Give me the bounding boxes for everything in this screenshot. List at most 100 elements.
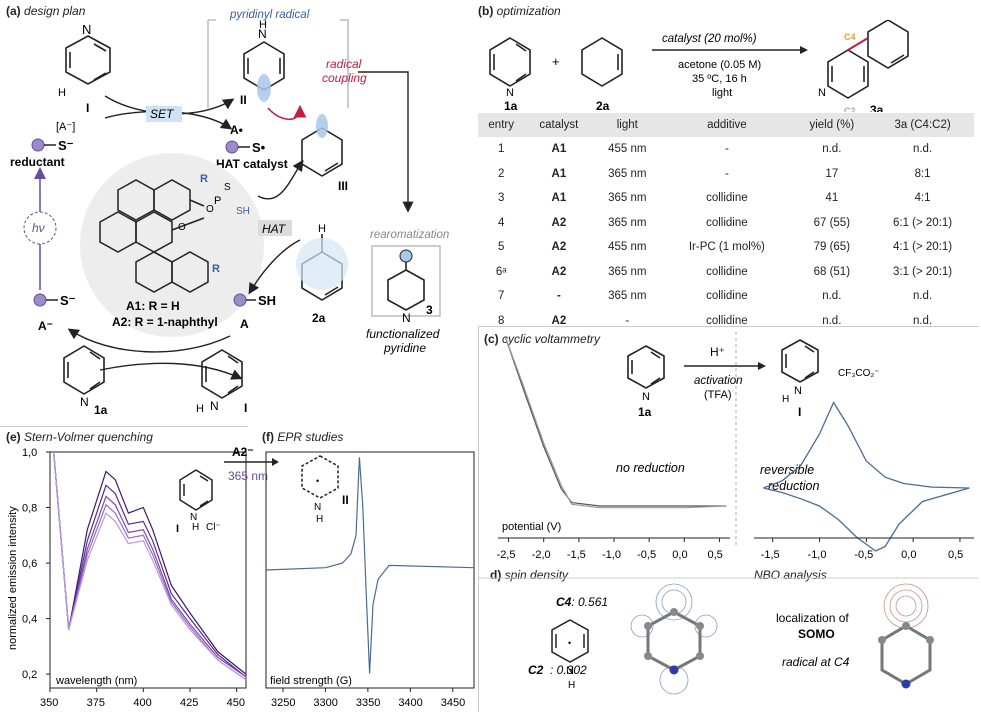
cv-right-xtick-label: 0,5 xyxy=(948,549,963,561)
svg-text:R: R xyxy=(200,173,208,185)
header-light: light xyxy=(593,113,662,137)
sv-series-line xyxy=(53,451,247,681)
plus-sign: + xyxy=(552,54,560,69)
svg-text:N: N xyxy=(818,87,826,99)
label-2a-b: 2a xyxy=(596,99,610,112)
c2-spin-label: C2 xyxy=(528,663,544,677)
rearomatization-label: rearomatization xyxy=(370,229,449,241)
no-reduction-label: no reduction xyxy=(616,461,685,475)
epr-xtick-label: 3400 xyxy=(398,697,422,709)
pyridinium-I-bottom xyxy=(201,349,243,399)
cell: 8 xyxy=(497,314,505,327)
svg-text:H: H xyxy=(192,522,199,533)
sh-label: SH xyxy=(236,206,250,217)
a1-definition: A1: R = H xyxy=(126,299,180,313)
cv-trace-pyridine-2 xyxy=(504,335,727,509)
panel-d-label: d) xyxy=(490,568,502,582)
cell: n.d. xyxy=(822,290,842,303)
cell: 4 xyxy=(497,216,505,229)
svg-text:P: P xyxy=(214,195,221,207)
radical-coupling-2: coupling xyxy=(322,71,367,85)
panel-b-heading: optimization xyxy=(496,4,561,18)
cell: 2 xyxy=(497,167,505,180)
panel-e-heading: Stern-Volmer quenching xyxy=(24,430,153,444)
svg-text:R: R xyxy=(212,263,220,275)
cell: 455 nm xyxy=(608,143,647,156)
a-anion-label: [A⁻] xyxy=(56,121,75,133)
label-1a: 1a xyxy=(94,403,108,417)
cv-left-xtick-label: -2,0 xyxy=(532,549,551,561)
radical-coupling-1: radical xyxy=(326,57,362,71)
cell: collidine xyxy=(706,314,748,327)
reduction-label: reduction xyxy=(768,479,819,493)
sv-ytick-label: 0,2 xyxy=(22,669,37,681)
sv-series-line xyxy=(53,451,247,681)
optimization-table: entry catalyst light additive yield (%) … xyxy=(478,113,974,333)
label-I-c: I xyxy=(798,405,801,419)
cell: 7 xyxy=(497,290,505,303)
panel-e-divider xyxy=(0,426,248,427)
epr-xlabel: field strength (G) xyxy=(270,675,352,687)
svg-text:A•: A• xyxy=(230,123,243,137)
svg-text:N: N xyxy=(402,311,411,325)
sv-xtick-label: 400 xyxy=(133,697,151,709)
radical-c4-label: radical at C4 xyxy=(782,655,850,669)
c4-spin-value: : 0.561 xyxy=(571,595,608,609)
panel-d-graphics: C4: 0.561 C2 : 0.302 • NH localization o… xyxy=(478,577,978,695)
panel-e-title: (e) Stern-Volmer quenching xyxy=(6,430,153,444)
cv-right-xtick-label: -1,0 xyxy=(808,549,827,561)
header-additive: additive xyxy=(661,113,793,137)
binol-catalyst-structure xyxy=(99,179,209,293)
a2-definition: A2: R = 1-naphthyl xyxy=(112,315,218,329)
c4-spin-label: C4 xyxy=(556,595,572,609)
epr-trace xyxy=(265,457,475,674)
svg-text:N: N xyxy=(794,385,802,397)
cell: collidine xyxy=(706,192,748,205)
s-minus-top: S⁻ xyxy=(58,138,74,153)
cell: A2 xyxy=(551,265,567,278)
panel-c-frame xyxy=(478,326,979,575)
cell: 365 nm xyxy=(608,265,647,278)
svg-text:N: N xyxy=(506,87,514,99)
epr-xtick-label: 3350 xyxy=(356,697,380,709)
n-plus: N xyxy=(82,22,91,37)
pyridine-1a xyxy=(63,345,105,395)
localization-label: localization of xyxy=(776,611,849,625)
cv-left-xtick-label: -2,5 xyxy=(497,549,516,561)
sv-ytick-label: 0,8 xyxy=(22,503,37,515)
sv-series-line xyxy=(53,451,247,678)
svg-text:H: H xyxy=(318,223,326,235)
cell: A2 xyxy=(551,241,567,254)
cell: n.d. xyxy=(912,314,933,327)
svg-text:N: N xyxy=(190,512,197,523)
light-condition: light xyxy=(712,87,732,99)
table-header-row: entry catalyst light additive yield (%) … xyxy=(478,113,974,137)
cv-left-xtick-label: -1,0 xyxy=(602,549,621,561)
hat-catalyst-label: HAT catalyst xyxy=(216,157,288,171)
label-A: A xyxy=(240,317,249,331)
cell: A1 xyxy=(551,192,567,205)
functionalized-pyridine-3 xyxy=(387,258,425,311)
header-yield: yield (%) xyxy=(792,113,872,137)
cv-trace-pyridinium-forward xyxy=(763,401,970,489)
svg-text:H: H xyxy=(58,87,66,99)
solvent-condition: acetone (0.05 M) xyxy=(678,59,761,71)
c2-marker: C2 xyxy=(844,106,856,112)
cell: 79 (65) xyxy=(813,241,851,254)
sv-xtick-label: 425 xyxy=(180,697,198,709)
cell: n.d. xyxy=(822,143,842,156)
svg-text:S•: S• xyxy=(252,140,266,155)
label-II: II xyxy=(240,93,247,107)
product-3a xyxy=(827,20,909,99)
pyridinyl-spin-structure xyxy=(551,619,589,663)
cv-left-xtick-label: -1,5 xyxy=(567,549,586,561)
sv-xtick-label: 350 xyxy=(40,697,58,709)
cell: 455 nm xyxy=(608,241,647,254)
cell: 365 nm xyxy=(608,216,647,229)
